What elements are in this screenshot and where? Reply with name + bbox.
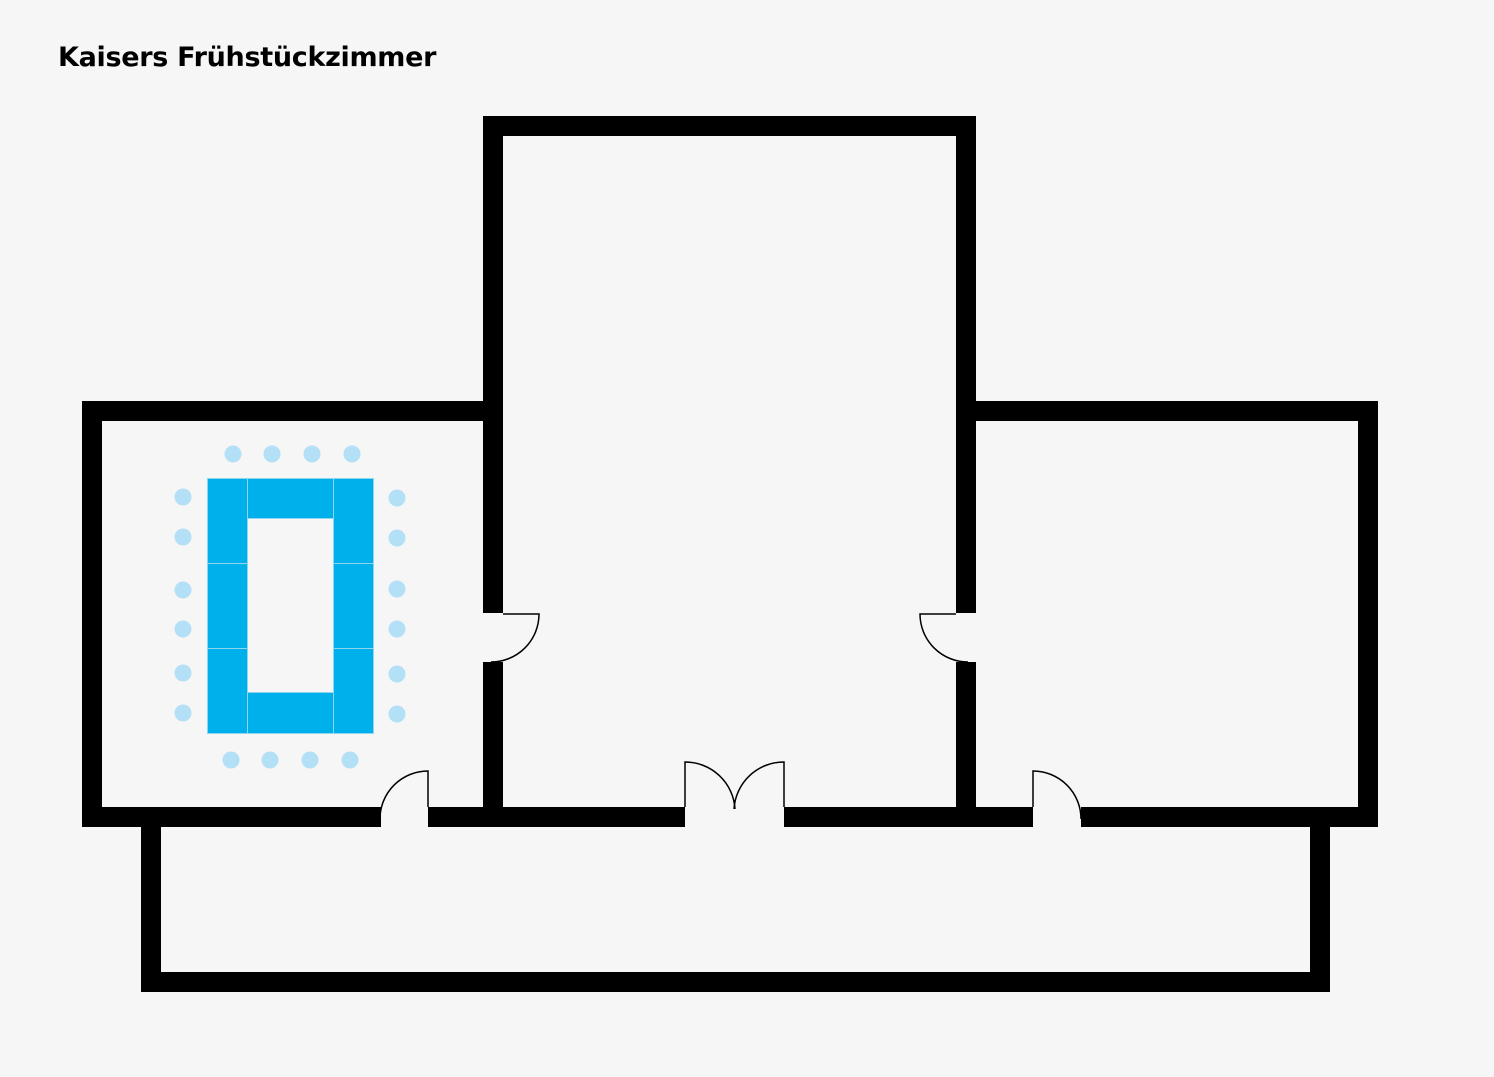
chair-icon [343,445,361,463]
walls [82,116,1378,992]
side-room-bottom-wall-left [956,807,1033,827]
door-swing-icon [490,613,540,663]
door-swing-icon [379,770,429,820]
chair-icon [174,664,192,682]
corridor-left-wall [141,807,161,992]
central-hall-bottom-wall-left [483,807,685,827]
central-hall-left-wall-upper [483,116,503,613]
chair-icon [174,581,192,599]
chair-icon [174,620,192,638]
double-door-swing-icon [684,761,785,810]
side-room-top-wall [956,401,1378,421]
table-icon [207,478,248,564]
chair-icon [388,620,406,638]
central-hall-right-wall-lower [956,662,976,827]
chair-icon [174,528,192,546]
table-icon [207,563,248,649]
chair-icon [263,445,281,463]
chair-icon [388,705,406,723]
chair-icon [388,665,406,683]
breakfast-room-top-wall [82,401,503,421]
side-room-right-wall [1358,401,1378,827]
table-arrangement [207,478,374,734]
central-hall-left-wall-lower [483,662,503,827]
chair-icon [341,751,359,769]
corridor-bottom-wall [141,972,1330,992]
table-icon [333,648,374,734]
chair-icon [222,751,240,769]
chair-icon [174,488,192,506]
chair-icon [388,580,406,598]
door-swing-icon [919,613,969,663]
chairs [174,445,406,769]
breakfast-room-left-wall [82,401,102,827]
table-icon [333,563,374,649]
table-icon [247,692,334,734]
central-hall-bottom-wall-right [784,807,976,827]
breakfast-room-bottom-wall-left [82,807,381,827]
chair-icon [261,751,279,769]
central-hall-right-wall-upper [956,116,976,613]
chair-icon [388,489,406,507]
chair-icon [303,445,321,463]
door-swing-icon [1032,770,1082,820]
table-icon [207,648,248,734]
chair-icon [174,704,192,722]
chair-icon [301,751,319,769]
corridor-right-wall [1310,807,1330,992]
chair-icon [388,529,406,547]
table-icon [333,478,374,564]
chair-icon [224,445,242,463]
page-title: Kaisers Frühstückzimmer [58,42,437,73]
side-room-bottom-wall-right [1081,807,1378,827]
table-icon [247,478,334,519]
central-hall-top-wall [483,116,976,136]
